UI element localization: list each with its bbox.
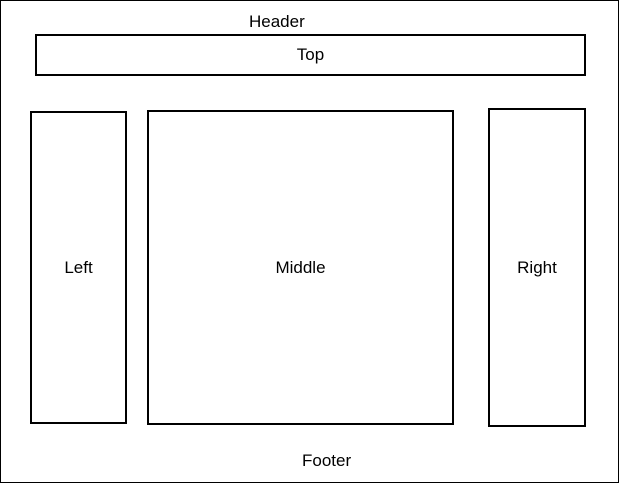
left-region: Left <box>30 111 127 424</box>
left-region-label: Left <box>64 257 93 277</box>
top-region-label: Top <box>296 45 325 64</box>
right-region-label: Right <box>517 257 557 277</box>
header-label: Header <box>249 12 305 31</box>
middle-region: Middle <box>147 110 454 425</box>
top-region: Top <box>35 34 586 76</box>
footer-label: Footer <box>302 451 352 470</box>
middle-region-label: Middle <box>275 257 326 277</box>
right-region: Right <box>488 108 586 427</box>
